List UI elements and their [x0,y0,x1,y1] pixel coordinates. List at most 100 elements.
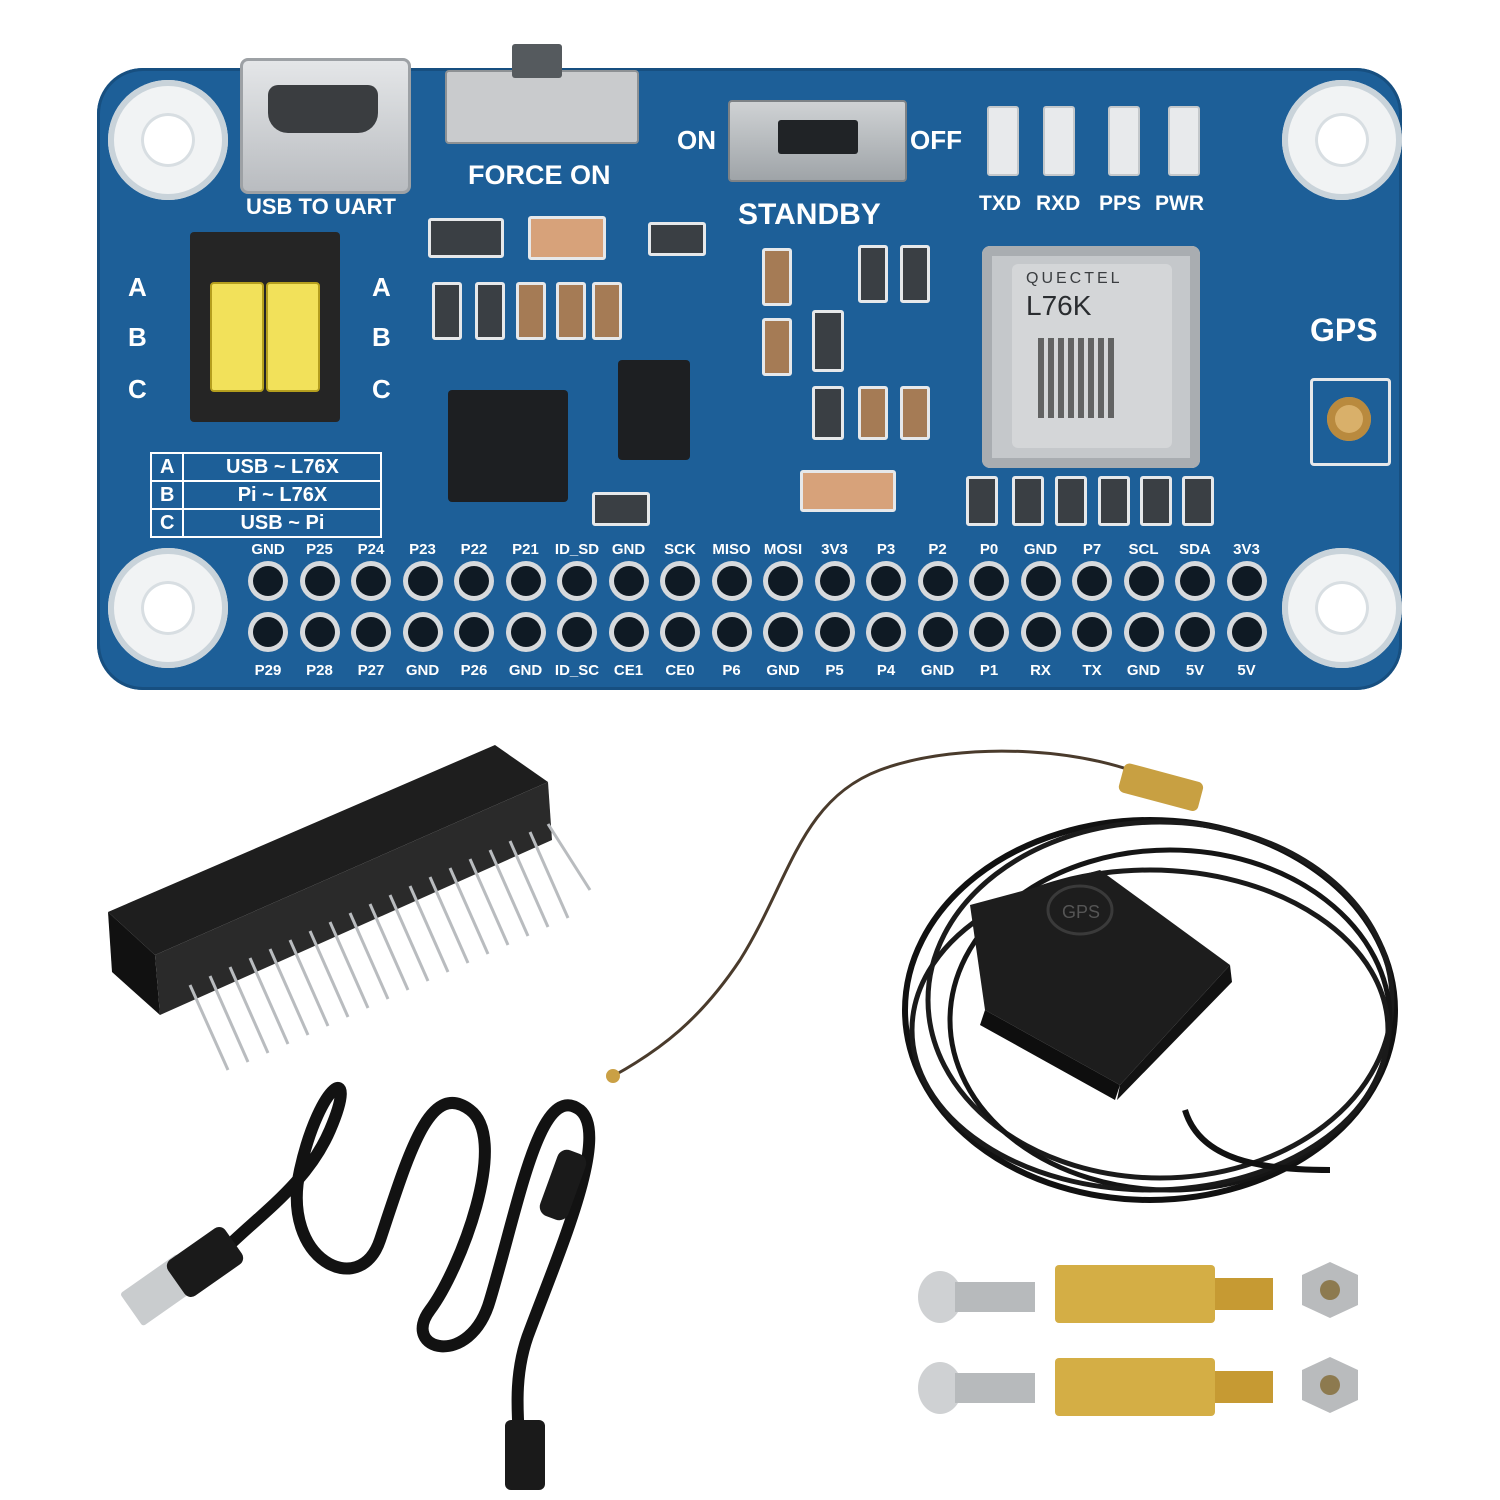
resistor [1140,476,1172,526]
gpio-pin-label: P7 [1082,541,1102,558]
resistor [900,245,930,303]
gpio-pad [871,617,901,647]
resistor [1098,476,1130,526]
gpio-pad [1077,566,1107,596]
gpio-pad [613,617,644,647]
gpio-pad [1231,566,1262,596]
gpio-pin-label: P6 [722,662,741,679]
mounting-hole [108,80,228,200]
gpio-pad [665,566,695,596]
jumper-cap [210,282,264,392]
gpio-pad [974,617,1004,647]
jumper-letter: C [128,374,147,404]
module-brand: QUECTEL [1026,270,1123,287]
resistor [966,476,998,526]
gpio-pin-label: TX [1082,662,1102,679]
resistor [1182,476,1214,526]
gpio-pin-label: CE1 [613,662,644,679]
gpio-pin-label: SDA [1179,541,1211,558]
gpio-pin-label: RX [1030,662,1051,679]
rxd-led [1043,106,1075,176]
mounting-hole [108,548,228,668]
micro-usb-port [240,58,411,194]
jumper-table: A USB ~ L76X B Pi ~ L76X C USB ~ Pi [149,452,383,538]
gpio-pin-label: P27 [357,662,385,679]
capacitor [556,282,586,340]
gpio-pin-label: SCK [664,541,696,558]
capacitor [900,386,930,440]
led-label: TXD [979,192,1021,215]
gpio-pad [922,617,953,647]
cp2102-chip [448,390,568,502]
jumper-key: A [149,452,185,482]
gpio-pin-label: GND [920,662,955,679]
gpio-pad [407,617,438,647]
gpio-pad [665,617,695,647]
module-model: L76K [1026,290,1092,321]
led-label: PWR [1155,192,1204,215]
gpio-pin-label: P29 [254,662,282,679]
resistor [432,282,462,340]
gpio-pin-label: P5 [825,662,844,679]
gpio-pin-label: GND [508,662,543,679]
gpio-pad [562,566,592,596]
mounting-hole [1282,80,1402,200]
gpio-pin-label: P2 [928,541,947,558]
gpio-pin-label: 5V [1185,662,1205,679]
jumper-cap [266,282,320,392]
jumper-desc: Pi ~ L76X [182,480,383,510]
resistor [858,245,888,303]
gpio-pin-label: P28 [306,662,333,679]
gpio-pin-label: GND [766,662,800,679]
jumper-letter: B [128,322,147,352]
smd-component [428,218,504,258]
resistor [812,310,844,372]
gpio-pad [304,617,335,647]
gpio-pin-label: MOSI [763,541,803,558]
mounting-hole [1282,548,1402,668]
gpio-pin-label: P3 [876,541,896,558]
crystal [800,470,896,512]
sma-connector [1118,763,1204,812]
pwr-led [1168,106,1200,176]
resistor [592,492,650,526]
gpio-pad [510,617,541,647]
gpio-pin-label: ID_SD [554,541,600,558]
standby-label: STANDBY [738,198,881,231]
gpio-pad [304,566,335,596]
gpio-pin-label: P22 [460,541,488,558]
led-label: RXD [1036,192,1081,215]
capacitor [762,248,792,306]
smd-component [648,222,706,256]
jumper-desc: USB ~ Pi [182,508,383,538]
resistor [475,282,505,340]
gpio-pad [716,566,747,596]
ufl-connector [1310,378,1391,466]
pps-led [1108,106,1140,176]
usb-to-uart-label: USB TO UART [246,194,396,219]
gpio-pad [407,566,438,596]
gps-antenna-puck: GPS [970,870,1232,1100]
pigtail-cable [614,749,1176,1077]
resistor [812,386,844,440]
force-on-label: FORCE ON [468,160,611,190]
qr-code [1038,338,1118,418]
gpio-pad [613,566,644,596]
screw [918,1362,1035,1414]
gpio-pad [1128,617,1159,647]
gpio-pad [510,566,541,596]
gpio-pad [819,617,850,647]
hex-nut [1302,1357,1358,1413]
crystal [528,216,606,260]
usb-cable [121,1081,596,1490]
jumper-desc: USB ~ L76X [182,452,383,482]
brass-standoff [1055,1358,1273,1416]
capacitor [858,386,888,440]
gps-module: QUECTEL L76K [982,246,1200,468]
gpio-pin-label: GND [1126,662,1161,679]
txd-led [987,106,1019,176]
antenna-label: GPS [1062,902,1100,922]
standby-switch [728,100,907,182]
gpio-pin-label: GND [405,662,440,679]
